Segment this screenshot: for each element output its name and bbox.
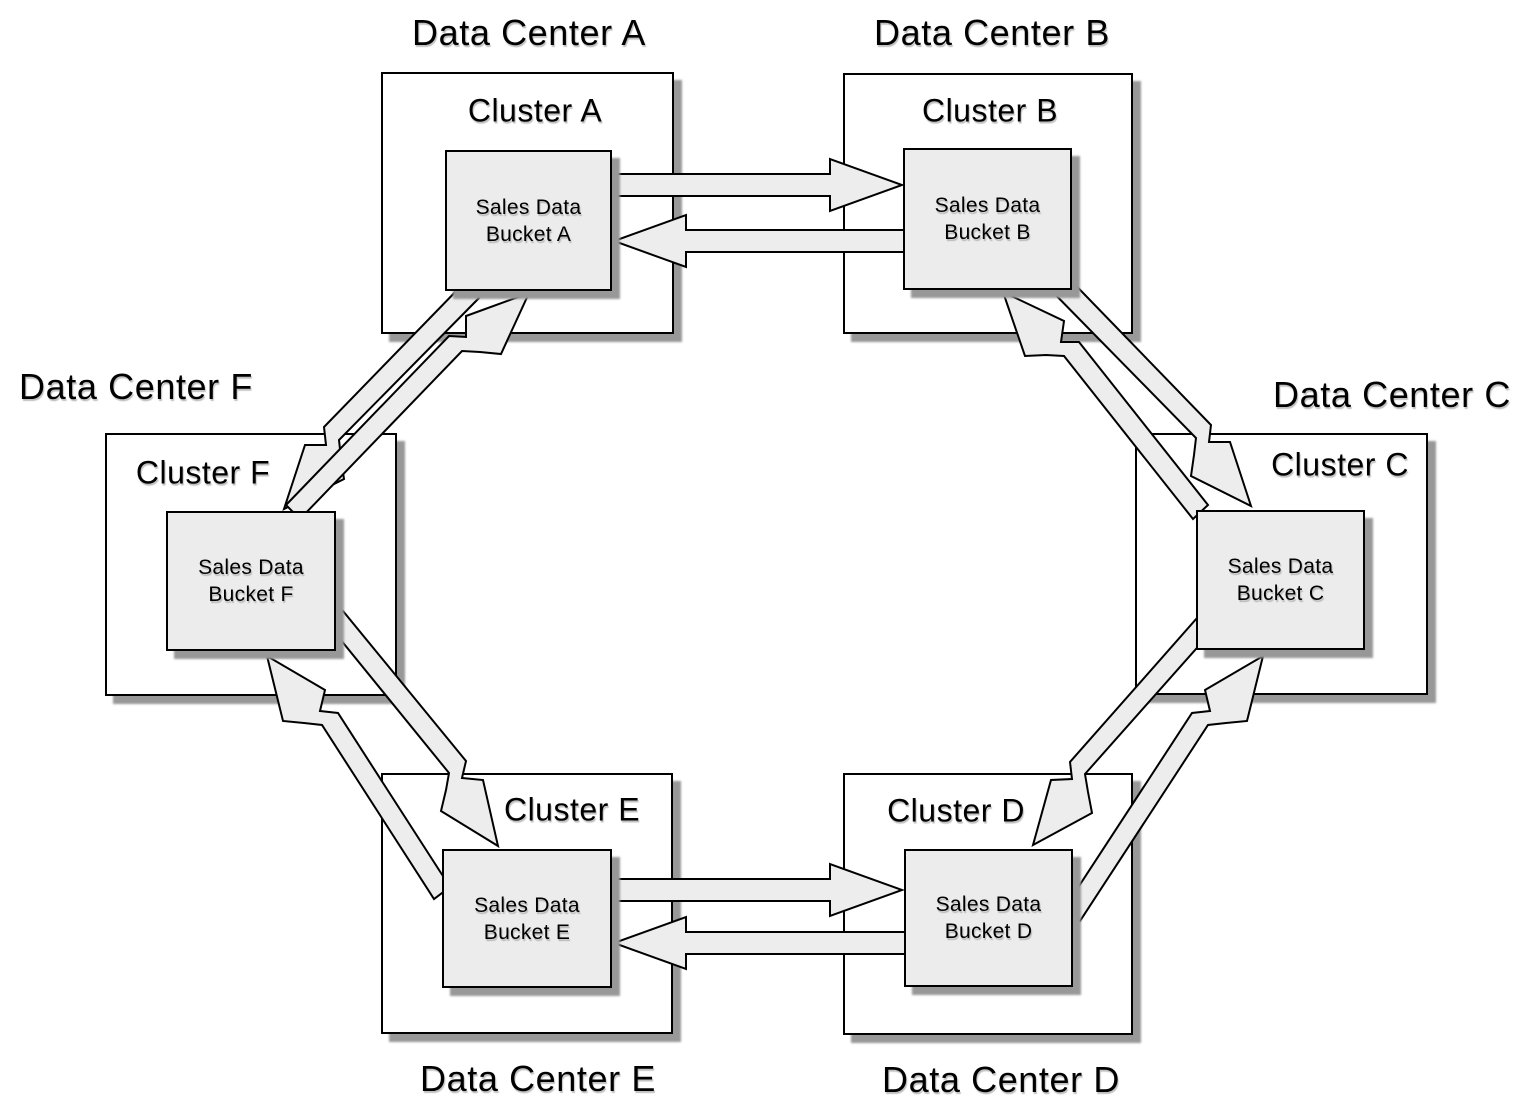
bucket-d-label-line2: Bucket D bbox=[944, 920, 1033, 943]
bucket-d-box: Sales Data Bucket D bbox=[904, 849, 1073, 987]
bucket-c-label-line2: Bucket C bbox=[1236, 582, 1325, 605]
bucket-a-label-line2: Bucket A bbox=[485, 222, 572, 246]
bucket-c-label-line1: Sales Data bbox=[1227, 555, 1334, 578]
cluster-f-label: Cluster F bbox=[135, 454, 271, 491]
cluster-e-label: Cluster E bbox=[503, 791, 641, 828]
bucket-e-label-line2: Bucket E bbox=[483, 920, 571, 944]
bucket-d-label-line1: Sales Data bbox=[935, 893, 1042, 916]
bucket-f-label-line1: Sales Data bbox=[198, 556, 304, 579]
datacenter-c-title: Data Center C bbox=[1273, 374, 1511, 415]
datacenter-a-title: Data Center A bbox=[412, 12, 646, 53]
cluster-c-label: Cluster C bbox=[1271, 446, 1409, 483]
datacenter-f-title: Data Center F bbox=[19, 366, 253, 407]
bucket-e-label-line1: Sales Data bbox=[474, 893, 580, 917]
bucket-f-box: Sales Data Bucket F bbox=[166, 511, 336, 651]
bucket-b-label-line2: Bucket B bbox=[944, 221, 1031, 244]
datacenter-d-title: Data Center D bbox=[882, 1059, 1120, 1100]
cluster-a-label: Cluster A bbox=[467, 92, 603, 129]
bucket-b-box: Sales Data Bucket B bbox=[903, 148, 1072, 290]
bucket-c-box: Sales Data Bucket C bbox=[1196, 510, 1365, 650]
datacenter-b-title: Data Center B bbox=[874, 12, 1110, 53]
bucket-b-label-line1: Sales Data bbox=[934, 194, 1041, 217]
bucket-f-label-line2: Bucket F bbox=[208, 583, 294, 606]
bucket-a-label-line1: Sales Data bbox=[475, 195, 582, 219]
bucket-a-box: Sales Data Bucket A bbox=[445, 150, 612, 291]
datacenter-e-title: Data Center E bbox=[420, 1058, 656, 1099]
cluster-d-label: Cluster D bbox=[887, 792, 1025, 829]
bucket-e-box: Sales Data Bucket E bbox=[442, 849, 612, 988]
cluster-b-label: Cluster B bbox=[921, 92, 1059, 129]
